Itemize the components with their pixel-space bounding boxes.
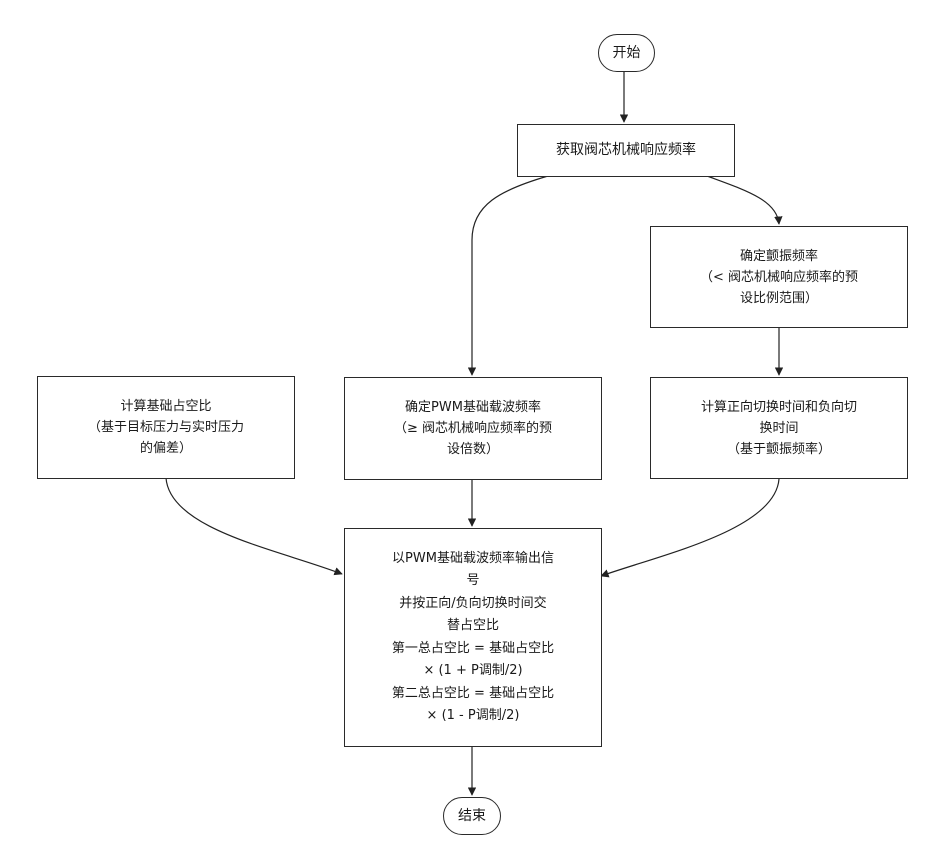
duty-line-3: 的偏差） <box>140 438 192 459</box>
duty-line-2: （基于目标压力与实时压力 <box>88 417 244 438</box>
dither-line-3: 设比例范围） <box>740 288 818 309</box>
switch-line-1: 计算正向切换时间和负向切 <box>701 397 857 418</box>
arrow-switch-to-output <box>601 479 779 576</box>
arrow-duty-to-output <box>166 478 342 574</box>
start-node: 开始 <box>598 34 655 72</box>
output-line-1: 以PWM基础载波频率输出信 <box>392 548 554 571</box>
arrow-get-freq-to-pwm <box>472 176 548 375</box>
switch-line-2: 换时间 <box>759 418 798 439</box>
pwm-line-3: 设倍数） <box>447 439 499 460</box>
output-line-2: 号 <box>466 570 479 593</box>
get-valve-frequency-label: 获取阀芯机械响应频率 <box>556 140 696 161</box>
output-signal-step: 以PWM基础载波频率输出信 号 并按正向/负向切换时间交 替占空比 第一总占空比… <box>344 528 602 747</box>
arrow-get-freq-to-dither <box>707 176 779 224</box>
get-valve-frequency-step: 获取阀芯机械响应频率 <box>517 124 735 177</box>
start-label: 开始 <box>613 43 641 64</box>
output-line-3: 并按正向/负向切换时间交 <box>399 593 546 616</box>
pwm-line-1: 确定PWM基础载波频率 <box>405 397 541 418</box>
dither-line-2: （< 阀芯机械响应频率的预 <box>700 267 858 288</box>
end-label: 结束 <box>458 806 486 827</box>
output-line-7: 第二总占空比 = 基础占空比 <box>392 683 554 706</box>
end-node: 结束 <box>443 797 501 835</box>
switch-line-3: （基于颤振频率） <box>727 439 831 460</box>
output-line-8: × (1 - P调制/2) <box>427 705 520 728</box>
duty-line-1: 计算基础占空比 <box>120 396 211 417</box>
output-line-4: 替占空比 <box>447 615 499 638</box>
output-line-5: 第一总占空比 = 基础占空比 <box>392 638 554 661</box>
dither-line-1: 确定颤振频率 <box>740 246 818 267</box>
pwm-line-2: （≥ 阀芯机械响应频率的预 <box>394 418 552 439</box>
determine-pwm-carrier-step: 确定PWM基础载波频率 （≥ 阀芯机械响应频率的预 设倍数） <box>344 377 602 480</box>
calculate-base-duty-step: 计算基础占空比 （基于目标压力与实时压力 的偏差） <box>37 376 295 479</box>
output-line-6: × (1 + P调制/2) <box>423 660 522 683</box>
calculate-switch-time-step: 计算正向切换时间和负向切 换时间 （基于颤振频率） <box>650 377 908 479</box>
determine-dither-frequency-step: 确定颤振频率 （< 阀芯机械响应频率的预 设比例范围） <box>650 226 908 328</box>
